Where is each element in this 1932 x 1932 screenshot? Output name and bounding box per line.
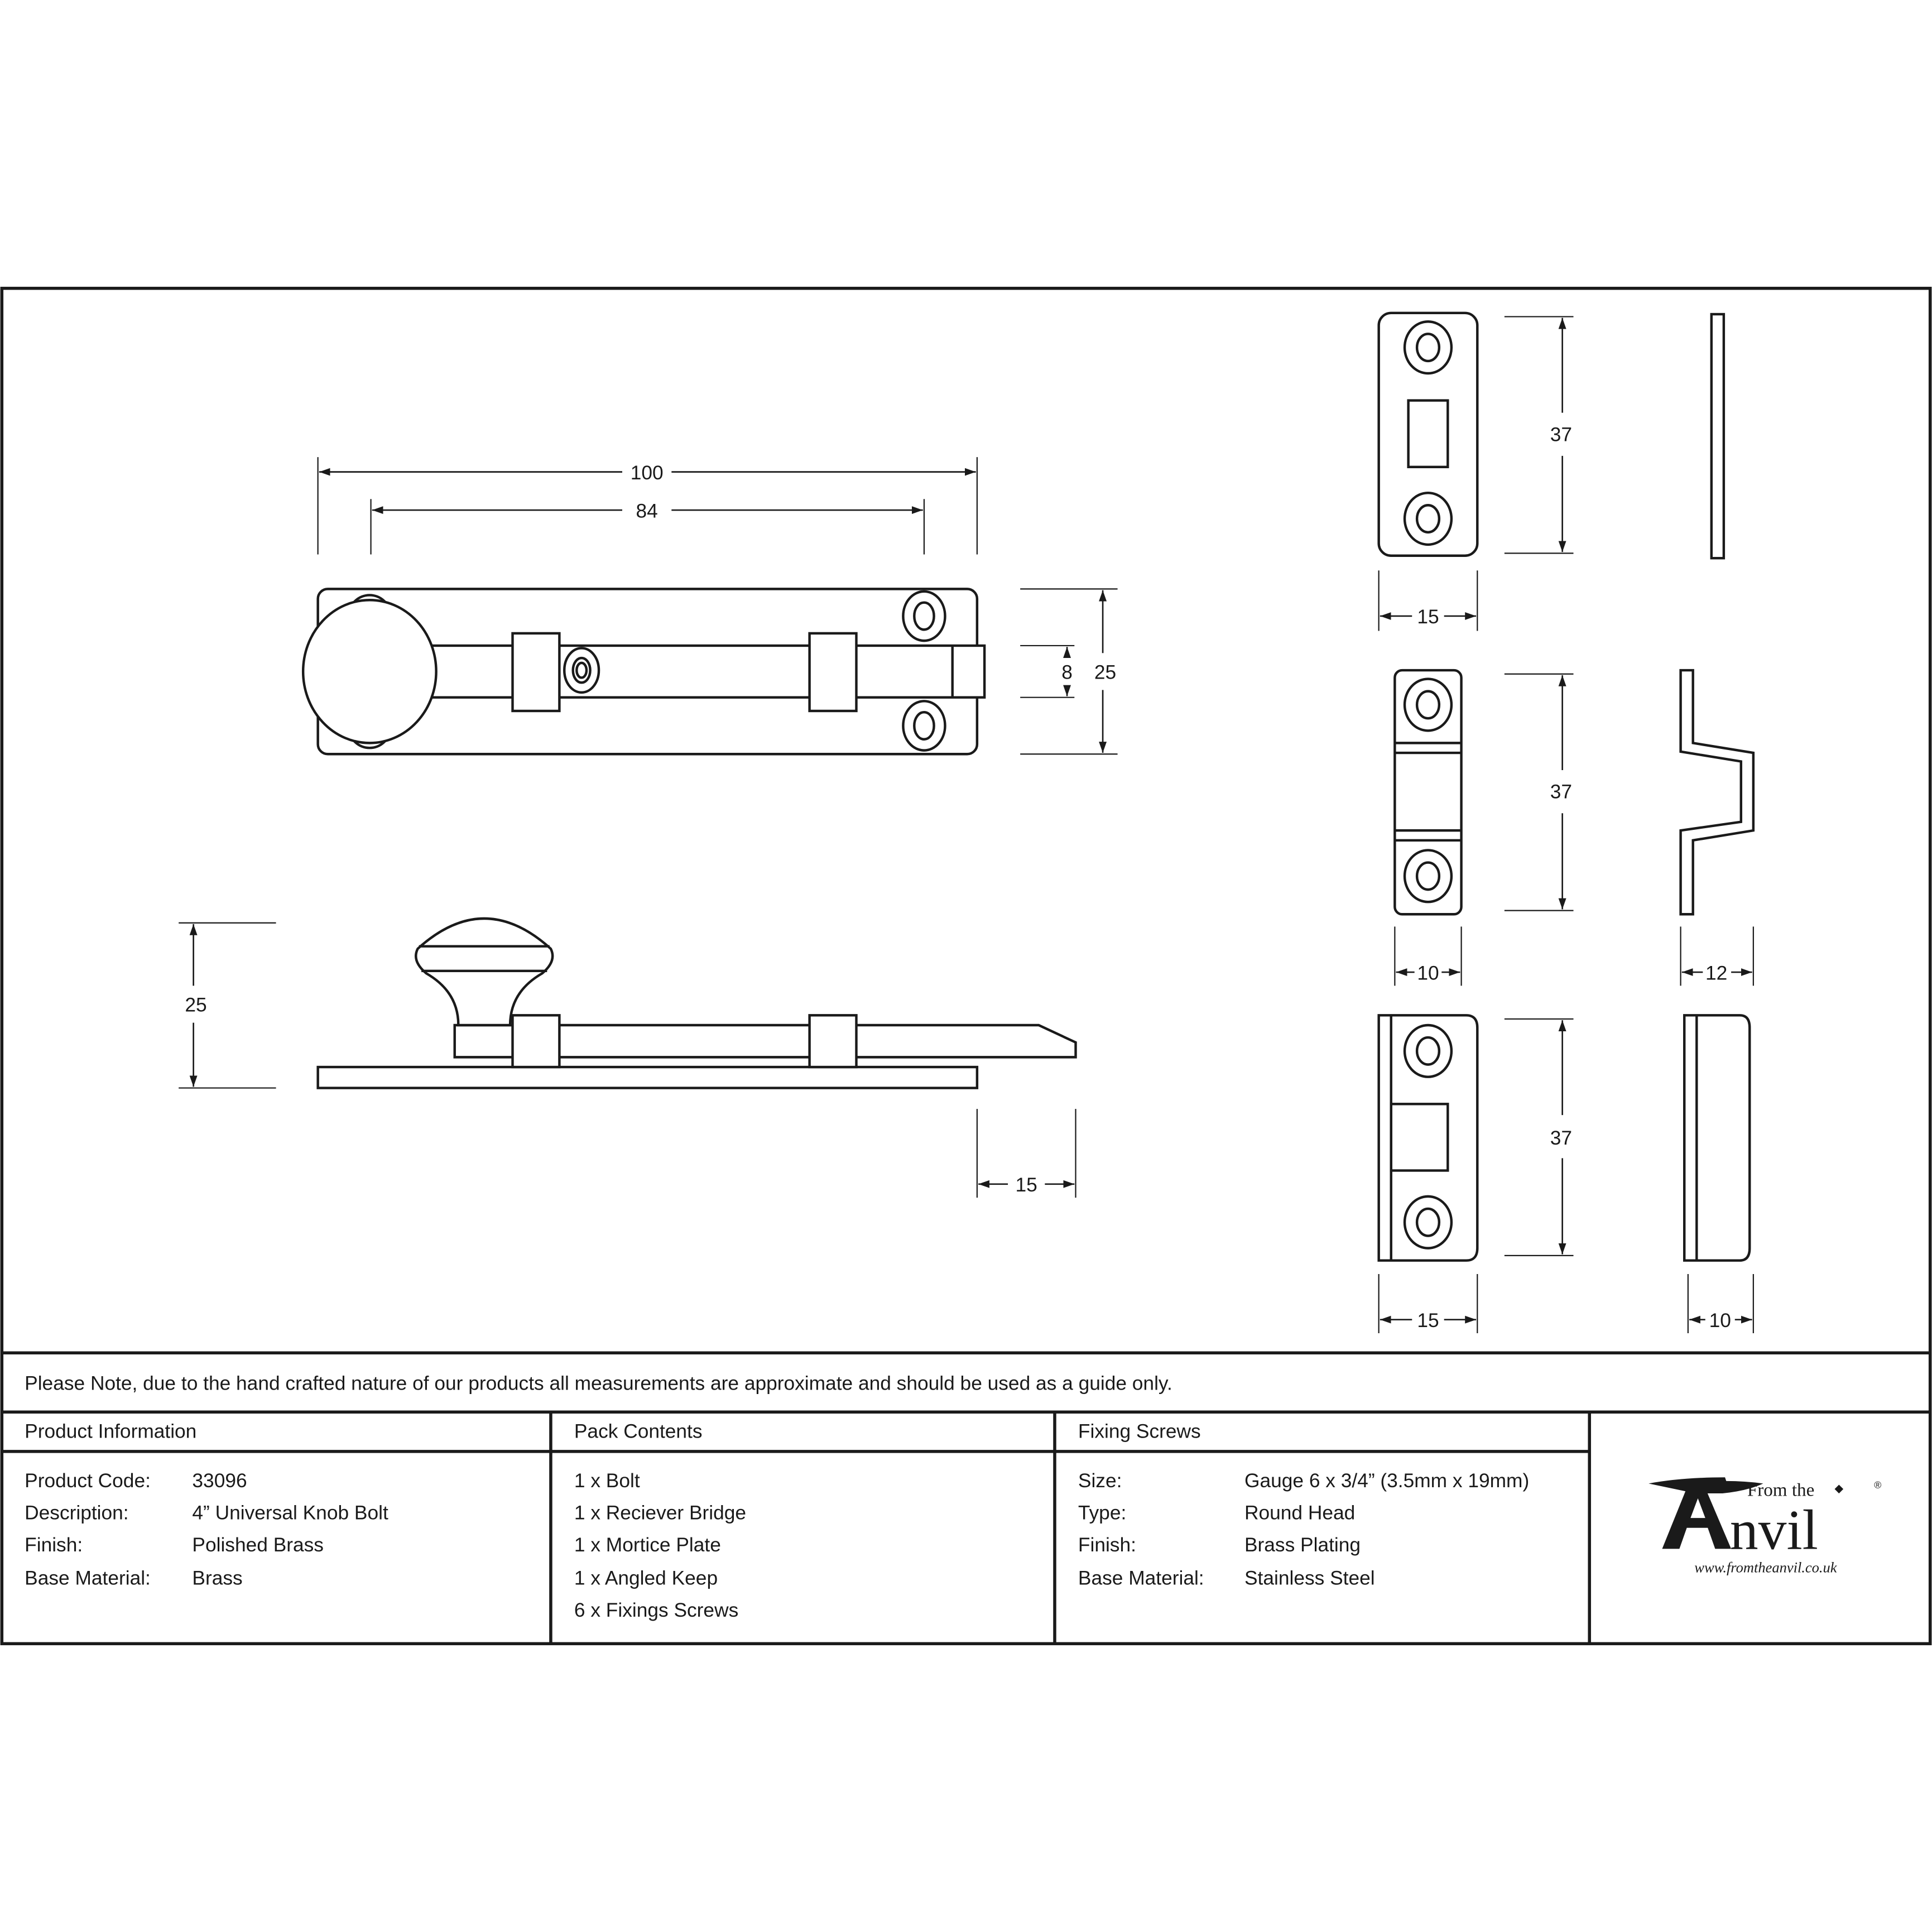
dim-plate-height: 25 [1094,662,1116,684]
bolt-top-view [301,457,1118,756]
screw-finish-label: Finish: [1078,1534,1136,1556]
logo-from-the: From the [1747,1479,1814,1500]
base-material-label: Base Material: [25,1567,151,1589]
finish-label: Finish: [25,1534,83,1556]
screw-base-material-value: Stainless Steel [1244,1567,1375,1589]
pack-contents-section: Pack Contents 1 x Bolt 1 x Reciever Brid… [574,1421,746,1621]
dim-mortice-height: 37 [1550,424,1572,445]
dim-bridge-depth: 12 [1705,962,1727,984]
description-label: Description: [25,1502,128,1524]
screw-type-value: Round Head [1244,1502,1355,1524]
product-information-heading: Product Information [25,1421,196,1443]
logo-brand-word: nvil [1730,1498,1818,1561]
dim-overall-length: 100 [631,462,664,484]
dim-keep-depth: 10 [1709,1310,1731,1332]
screw-base-material-label: Base Material: [1078,1567,1204,1589]
dim-side-height: 25 [185,994,206,1016]
product-information-section: Product Information Product Code: 33096 … [25,1421,388,1589]
dim-keep-width: 15 [1417,1310,1439,1332]
finish-value: Polished Brass [192,1534,324,1556]
from-the-anvil-logo: From the nvil ® www.fromtheanvil.co.uk [1649,1477,1881,1575]
pack-item: 1 x Reciever Bridge [574,1502,746,1524]
mortice-plate-views [1377,311,1726,631]
dim-keep-height: 37 [1550,1127,1572,1149]
dim-bridge-height: 37 [1550,781,1572,803]
logo-website: www.fromtheanvil.co.uk [1694,1559,1837,1575]
dim-bridge-width: 10 [1417,962,1439,984]
bolt-side-view [179,917,1077,1198]
product-code-label: Product Code: [25,1470,151,1492]
screw-size-label: Size: [1078,1470,1122,1492]
angled-keep-views [1377,1014,1754,1333]
pack-item: 6 x Fixings Screws [574,1599,738,1621]
screw-finish-value: Brass Plating [1244,1534,1361,1556]
pack-item: 1 x Mortice Plate [574,1534,721,1556]
pack-item: 1 x Bolt [574,1470,640,1492]
measurement-disclaimer-note: Please Note, due to the hand crafted nat… [25,1373,1172,1395]
anvil-icon [1649,1477,1763,1493]
anvil-letter-a [1662,1491,1732,1549]
dim-mortice-width: 15 [1417,606,1439,628]
fixing-screws-section: Fixing Screws Size: Gauge 6 x 3/4” (3.5m… [1078,1421,1529,1589]
fixing-screws-heading: Fixing Screws [1078,1421,1201,1443]
info-table-lines [2,1351,1930,1644]
base-material-value: Brass [192,1567,242,1589]
screw-type-label: Type: [1078,1502,1126,1524]
logo-registered-mark: ® [1874,1479,1881,1491]
description-value: 4” Universal Knob Bolt [192,1502,388,1524]
receiver-bridge-views [1393,669,1755,986]
logo-diamond-icon [1834,1484,1844,1494]
drawing-border [0,286,1932,1646]
dim-fixing-centres: 84 [636,500,658,522]
dim-bolt-width: 8 [1061,662,1073,684]
product-code-value: 33096 [192,1470,247,1492]
dim-bolt-projection: 15 [1016,1174,1037,1196]
pack-item: 1 x Angled Keep [574,1567,718,1589]
pack-contents-heading: Pack Contents [574,1421,703,1443]
screw-size-value: Gauge 6 x 3/4” (3.5mm x 19mm) [1244,1470,1529,1492]
